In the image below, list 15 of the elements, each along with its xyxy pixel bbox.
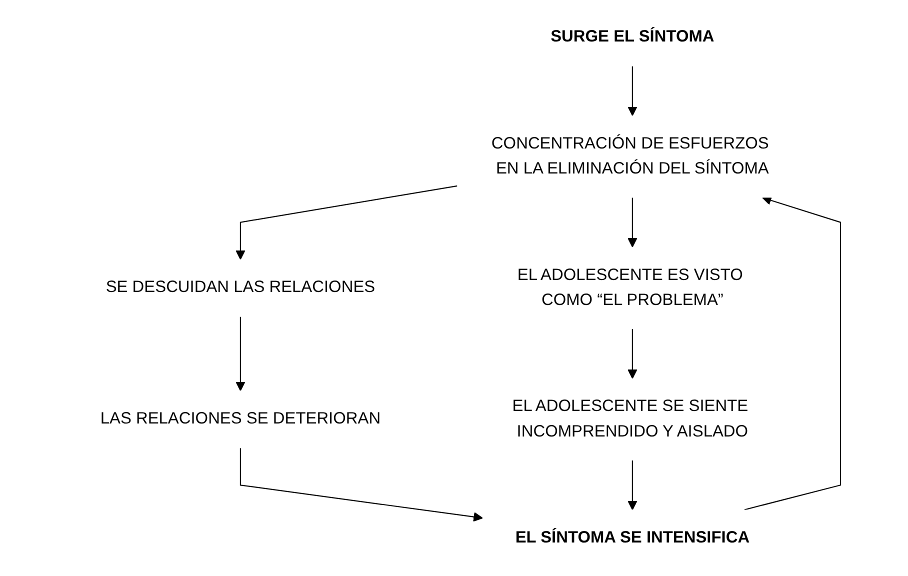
arrow xyxy=(236,316,246,392)
arrow xyxy=(628,198,638,248)
node-text: EL ADOLESCENTE SE SIENTE INCOMPRENDIDO Y AISLADO xyxy=(512,396,748,440)
node-text: SE DESCUIDAN LAS RELACIONES xyxy=(106,278,376,296)
node-text: LAS RELACIONES SE DETERIORAN xyxy=(100,409,381,428)
node-text: CONCENTRACIÓN DE ESFUERZOS EN LA ELIMINACIÓN DEL SÍNTOMA xyxy=(491,134,769,178)
arrow xyxy=(240,448,483,522)
arrow xyxy=(744,196,842,510)
arrow xyxy=(628,329,638,379)
arrow xyxy=(628,66,638,116)
node-text: SURGE EL SÍNTOMA xyxy=(550,27,714,46)
node-text: EL ADOLESCENTE ES VISTO COMO “EL PROBLEMA” xyxy=(517,266,743,309)
arrow xyxy=(628,460,638,510)
arrow xyxy=(236,185,458,260)
node-text: EL SÍNTOMA SE INTENSIFICA xyxy=(515,528,750,547)
